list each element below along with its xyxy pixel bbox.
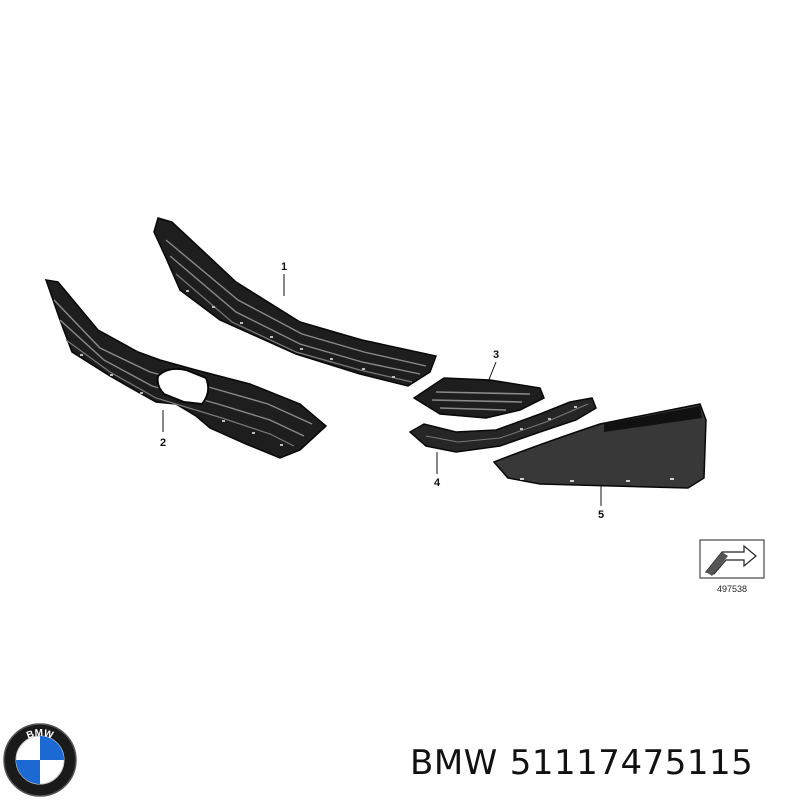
part-5-trim-panel bbox=[492, 403, 707, 489]
callout-3: 3 bbox=[493, 349, 499, 361]
part-number: 51117475115 bbox=[509, 743, 754, 783]
part-3-side-grille bbox=[412, 377, 545, 419]
reference-symbol: 497538 bbox=[699, 539, 765, 594]
part-caption: BMW 51117475115 bbox=[410, 740, 765, 786]
callout-4: 4 bbox=[434, 477, 441, 489]
part-2-lower-grille bbox=[44, 279, 328, 459]
brand-name: BMW bbox=[410, 743, 498, 783]
callout-2: 2 bbox=[160, 437, 166, 449]
callout-5: 5 bbox=[598, 509, 604, 521]
leader-line-3 bbox=[487, 361, 497, 383]
part-4-bracket-strip bbox=[408, 397, 597, 453]
callout-1: 1 bbox=[281, 261, 287, 273]
leader-lines bbox=[162, 274, 602, 506]
part-1-upper-grille bbox=[153, 217, 438, 387]
logo-lettering: BMW bbox=[25, 728, 55, 742]
reference-number: 497538 bbox=[717, 584, 747, 594]
bmw-roundel-icon: BMW bbox=[3, 723, 77, 797]
